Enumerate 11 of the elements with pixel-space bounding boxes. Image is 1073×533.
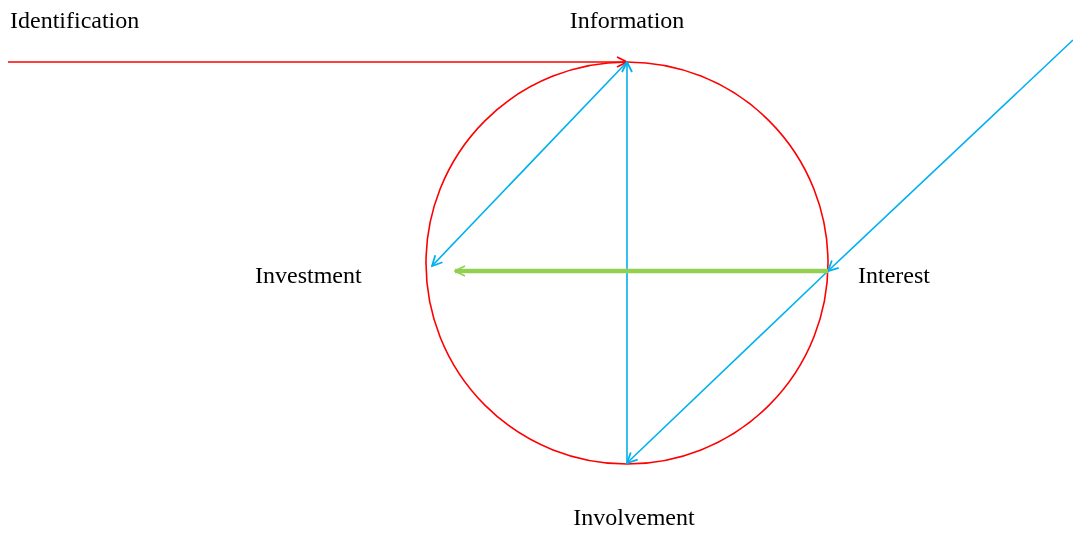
stage-label: Information: [569, 6, 685, 35]
stage-label: Interest: [858, 261, 930, 290]
stage-label: Investment: [255, 261, 362, 290]
arrow: [431, 61, 628, 267]
arrow: [454, 265, 828, 277]
arrow: [621, 61, 633, 464]
arrow: [827, 39, 1073, 272]
arrow: [7, 56, 628, 68]
stage-label: Identification: [10, 6, 140, 35]
stage-label: Involvement: [573, 503, 695, 532]
arrow: [626, 270, 829, 464]
